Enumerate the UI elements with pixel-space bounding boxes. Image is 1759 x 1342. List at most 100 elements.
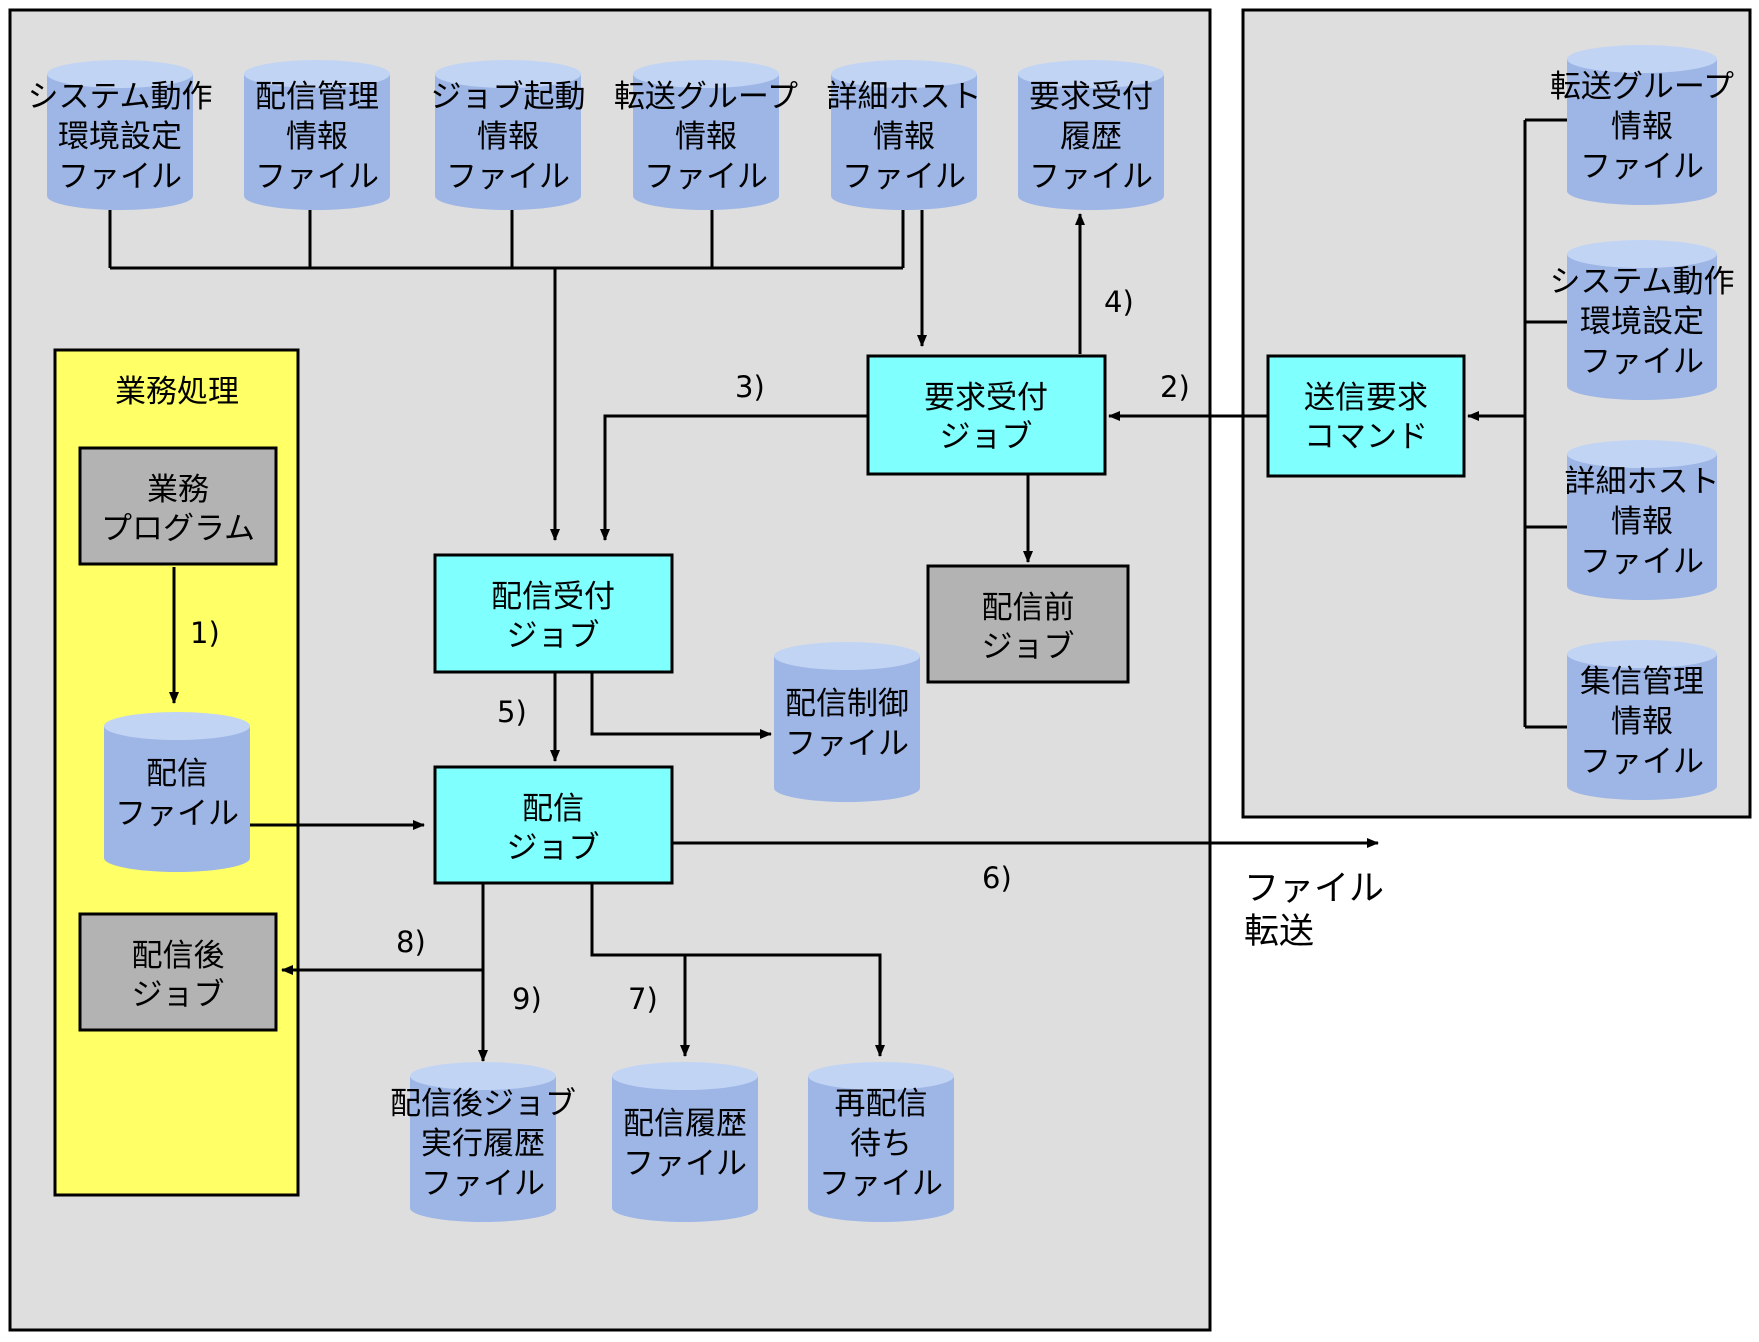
delivery-reception-job-box [433,553,674,674]
detail-host-file-label: 情報 [873,119,935,155]
job-start-file-label: ファイル [446,159,570,195]
redelivery-wait-file-label: 再配信 [835,1086,928,1122]
step-9-label: 9) [512,982,542,1016]
send-command-label: コマンド [1304,419,1428,455]
transfer-group-file-label: 転送グループ [614,79,798,115]
remote-collection-mgmt-file-label: 集信管理 [1580,664,1704,700]
pre-delivery-job-label: ジョブ [982,629,1075,665]
cylinder-body [435,74,581,210]
cylinder-top [435,60,581,88]
post-job-history-file-label: 実行履歴 [421,1126,545,1162]
step-4-label: 4) [1104,285,1134,319]
cylinder-top [808,1062,954,1090]
delivery-job-label: ジョブ [507,830,600,866]
remote-system-env-file-label: ファイル [1580,344,1704,380]
remote-transfer-group-file-label: ファイル [1580,149,1704,185]
delivery-job-box [433,765,674,885]
cylinder-top [1018,60,1164,88]
business-title: 業務処理 [115,374,239,410]
delivery-job-label: 配信 [522,791,584,827]
cylinder-top [1567,45,1717,73]
step-3-label: 3) [735,370,765,404]
cylinder-body [244,74,390,210]
request-history-file-label: 履歴 [1060,119,1122,155]
flow-arrows [169,210,1525,1062]
delivery-control-file-label: 配信制御 [785,686,909,722]
cylinder-body [1567,59,1717,205]
cylinder-top [774,642,920,670]
delivery-file-label: ファイル [115,796,239,832]
step-7-label: 7) [628,982,658,1016]
file-transfer-label: ファイル [1244,869,1384,909]
arrow-delivery-to-history [590,883,690,1057]
cylinder-body [633,74,779,210]
remote-collection-mgmt-file-label: 情報 [1611,704,1673,740]
pre-delivery-job-box [926,564,1130,684]
cylinder-body [410,1076,556,1222]
request-job-label: ジョブ [940,419,1033,455]
redelivery-wait-file-label: ファイル [819,1166,943,1202]
cylinder-body [612,1076,758,1222]
cylinder-top [244,60,390,88]
step-5-label: 5) [497,695,527,729]
delivery-mgmt-file-label: 情報 [286,119,348,155]
cylinder-body [831,74,977,210]
post-job-history-file-label: ファイル [421,1166,545,1202]
system-env-file-label: ファイル [58,159,182,195]
delivery-mgmt-file-label: 配信管理 [255,79,379,115]
delivery-file-label: 配信 [146,756,208,792]
cylinder-top [1567,440,1717,468]
request-job-label: 要求受付 [924,380,1048,416]
remote-system-env-file-label: 環境設定 [1580,304,1704,340]
step-8-label: 8) [396,925,426,959]
delivery-reception-job-label: 配信受付 [491,579,615,615]
step-2-label: 2) [1160,370,1190,404]
post-delivery-job-box [78,912,278,1032]
cylinder-body [808,1076,954,1222]
step-1-label: 1) [190,616,220,650]
cylinder-top [410,1062,556,1090]
connector-lines [108,118,1568,729]
delivery-history-file-label: 配信履歴 [623,1106,747,1142]
file-cylinders: システム動作環境設定ファイル配信管理情報ファイルジョブ起動情報ファイル転送グルー… [27,45,1735,1222]
cylinder-body [1567,654,1717,800]
arrow-delivery-to-wait [685,953,885,1057]
post-delivery-job-label: 配信後 [132,938,225,974]
post-job-history-file-label: 配信後ジョブ [390,1086,576,1122]
cylinder-top [831,60,977,88]
cylinder-body [774,656,920,802]
delivery-mgmt-file-label: ファイル [255,159,379,195]
system-env-file-label: システム動作 [27,79,212,115]
cylinder-top [633,60,779,88]
remote-detail-host-file-label: ファイル [1580,544,1704,580]
cylinder-top [612,1062,758,1090]
transfer-group-file-label: 情報 [675,119,737,155]
remote-system-env-file-label: システム動作 [1549,264,1734,300]
detail-host-file-label: 詳細ホスト [827,79,982,115]
transfer-group-file-label: ファイル [644,159,768,195]
remote-detail-host-file-label: 詳細ホスト [1565,464,1720,500]
delivery-control-file-label: ファイル [785,726,909,762]
arrow-request-to-reception [600,414,868,541]
post-delivery-job-label: ジョブ [132,977,225,1013]
cylinder-body [1567,254,1717,400]
cylinder-body [1567,454,1717,600]
system-env-file-label: 環境設定 [58,119,182,155]
cylinder-body [1018,74,1164,210]
detail-host-file-label: ファイル [842,159,966,195]
business-program-label: 業務 [147,472,209,508]
cylinder-top [1567,240,1717,268]
remote-detail-host-file-label: 情報 [1611,504,1673,540]
business-program-label: プログラム [101,511,255,547]
send-command-label: 送信要求 [1304,380,1428,416]
